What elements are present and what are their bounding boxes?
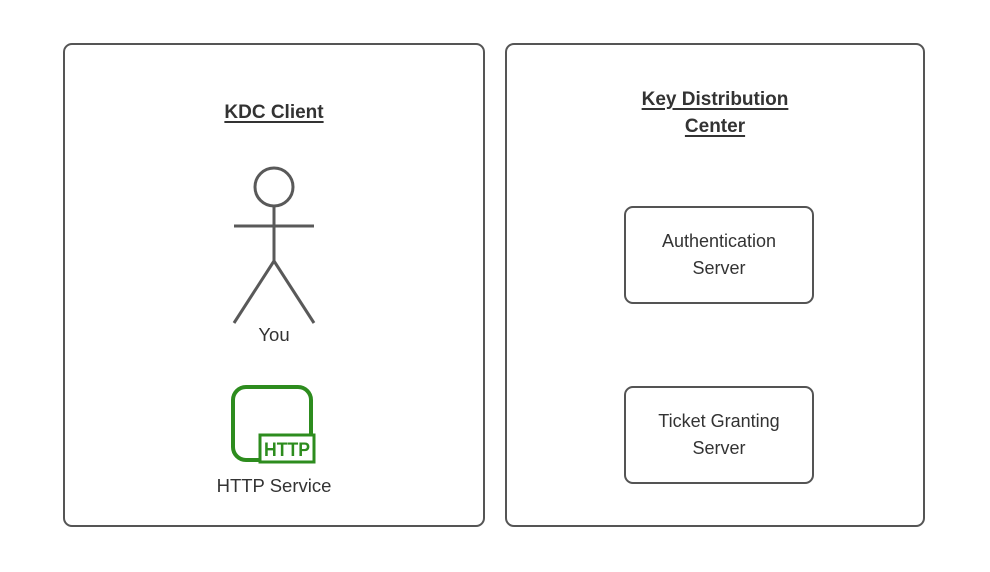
http-service-label: HTTP Service	[216, 475, 332, 496]
kdc-client-panel: KDC Client You HTTP HTTP Service	[63, 43, 485, 527]
http-icon-badge	[258, 433, 316, 464]
authentication-server-box: Authentication Server	[624, 206, 814, 304]
http-service-icon: HTTP	[231, 385, 316, 464]
ticket-granting-server-box: Ticket Granting Server	[624, 386, 814, 484]
kdc-client-title-text: KDC Client	[224, 102, 324, 123]
stick-figure-head	[253, 166, 295, 208]
ticket-granting-server-label: Ticket Granting Server	[658, 411, 780, 458]
authentication-server-label: Authentication Server	[661, 231, 777, 278]
stick-figure-right-leg	[272, 260, 316, 324]
stick-figure-icon	[232, 166, 316, 324]
kdc-title-text: Key Distribution Center	[641, 89, 789, 137]
stick-figure-left-leg	[232, 260, 276, 324]
kdc-title: Key Distribution Center	[507, 86, 923, 140]
key-distribution-center-panel: Key Distribution Center Authentication S…	[505, 43, 925, 527]
kdc-client-title: KDC Client	[65, 99, 483, 126]
actor-label: You	[258, 324, 290, 345]
http-icon-badge-text: HTTP	[264, 440, 310, 461]
